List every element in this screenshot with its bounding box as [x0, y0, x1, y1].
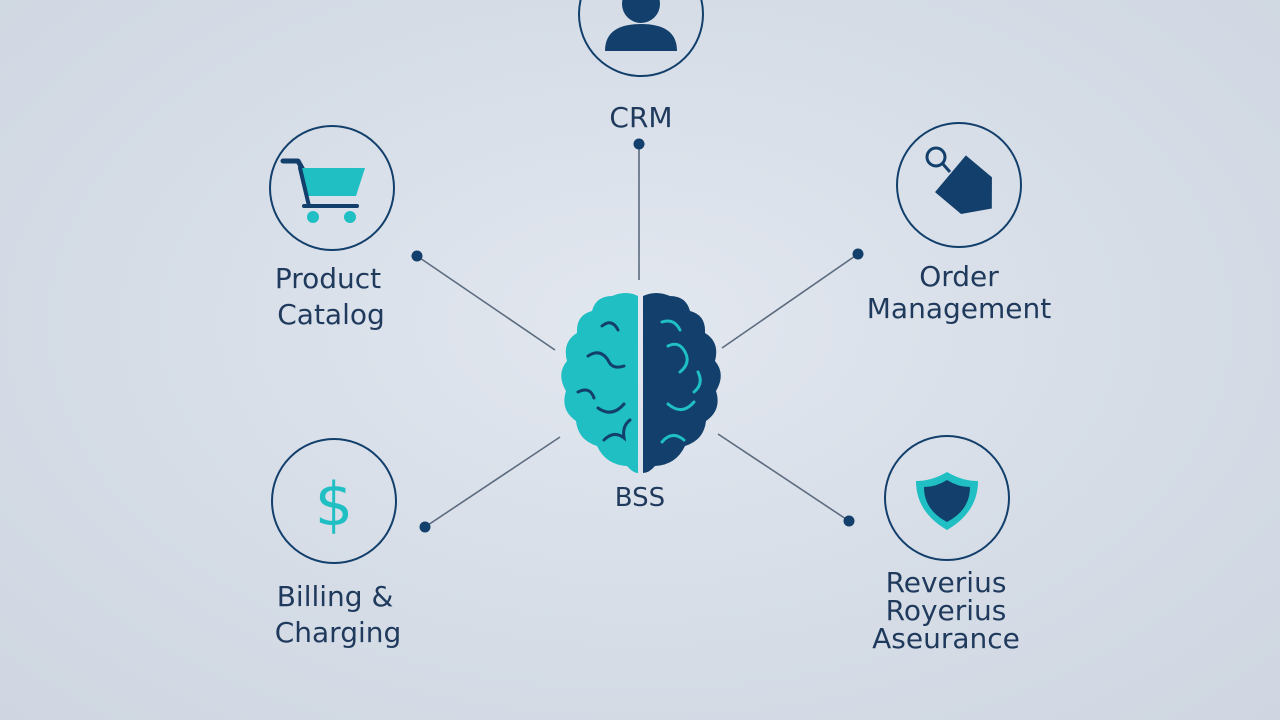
- connector-product-catalog: [416, 255, 556, 351]
- dot-billing-charging: [419, 521, 431, 533]
- price-tag-icon: [925, 146, 992, 215]
- node-revenue-assurance-label-line1: Reverius: [886, 566, 1007, 599]
- center-label: BSS: [615, 483, 665, 513]
- node-order-management-ring: [896, 122, 1022, 248]
- node-crm: CRM: [578, 0, 704, 134]
- node-revenue-assurance: Reverius Royerius Aseurance: [872, 435, 1020, 655]
- dot-revenue-assurance: [843, 515, 855, 527]
- node-revenue-assurance-ring: [884, 435, 1010, 561]
- node-crm-ring: [578, 0, 704, 77]
- node-billing-charging-label-line1: Billing &: [277, 580, 394, 613]
- node-product-catalog-label-line1: Product: [275, 262, 381, 295]
- node-billing-charging-ring: [271, 438, 397, 564]
- node-product-catalog-label-line2: Catalog: [277, 298, 385, 331]
- connector-billing-charging: [424, 436, 561, 528]
- dot-order-management: [852, 248, 864, 260]
- shopping-cart-icon: [280, 158, 365, 223]
- center-bss: BSS: [561, 293, 721, 513]
- node-revenue-assurance-label-line2: Royerius: [886, 594, 1007, 627]
- dot-product-catalog: [411, 250, 423, 262]
- shield-icon: [916, 472, 978, 530]
- node-order-management-label-line1: Order: [919, 260, 999, 293]
- node-product-catalog: Product Catalog: [269, 125, 395, 331]
- brain-left-folds: [576, 321, 632, 442]
- brain-icon: [561, 293, 721, 473]
- connectors: [416, 144, 859, 528]
- node-order-management: Order Management: [867, 122, 1051, 325]
- user-icon: [605, 0, 677, 51]
- node-billing-charging: $ Billing & Charging: [271, 438, 402, 649]
- node-product-catalog-ring: [269, 125, 395, 251]
- node-billing-charging-label-line2: Charging: [275, 616, 402, 649]
- connector-order-management: [721, 253, 859, 349]
- brain-left-hemisphere: [561, 293, 638, 473]
- connector-dots: [411, 138, 864, 533]
- dollar-sign-icon: $: [315, 470, 353, 540]
- dot-crm: [633, 138, 645, 150]
- node-crm-label: CRM: [609, 101, 672, 134]
- node-order-management-label-line2: Management: [867, 292, 1051, 325]
- brain-right-folds: [660, 319, 702, 444]
- node-revenue-assurance-label-line3: Aseurance: [872, 622, 1020, 655]
- connector-revenue-assurance: [717, 433, 850, 522]
- brain-right-hemisphere: [643, 293, 721, 473]
